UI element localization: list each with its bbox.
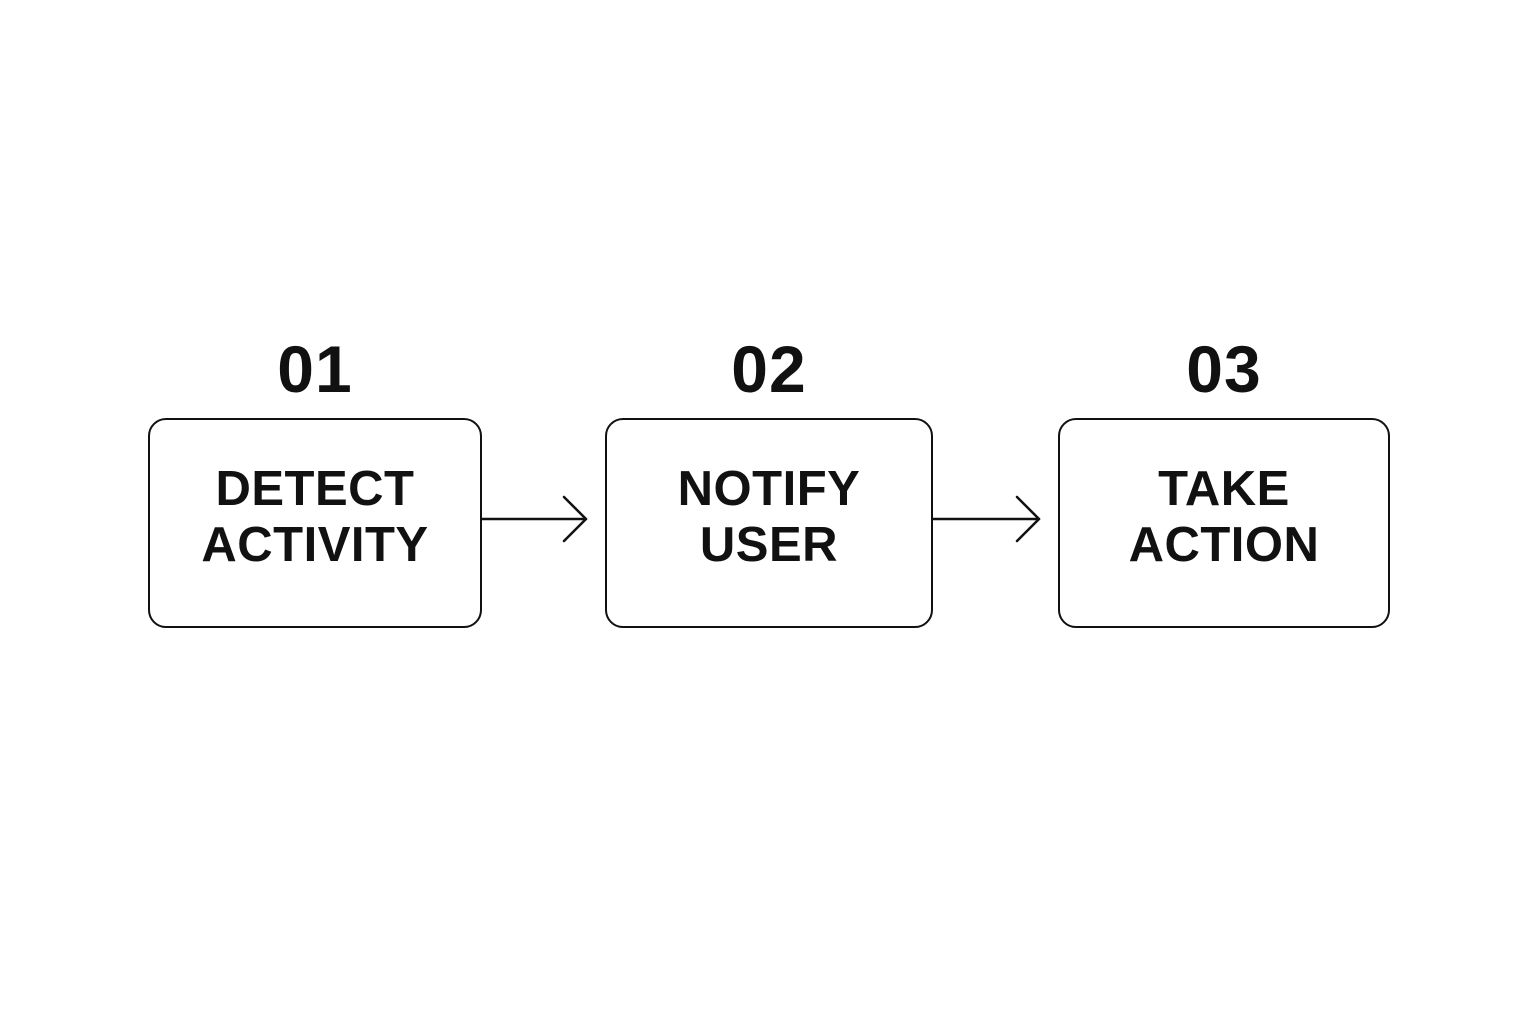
step-1-number: 01 (277, 332, 353, 406)
step-2-number: 02 (731, 332, 807, 406)
step-2-label-line-2: USER (699, 518, 839, 572)
step-2-label-line-1: NOTIFY (677, 462, 861, 516)
step-3-label: TAKE ACTION (1129, 461, 1320, 573)
step-2-box: NOTIFY USER (605, 418, 933, 628)
step-1-label: DETECT ACTIVITY (201, 461, 428, 573)
step-3-number: 03 (1186, 332, 1262, 406)
step-2-label: NOTIFY USER (678, 461, 861, 573)
step-1-label-line-1: DETECT (215, 462, 415, 516)
step-3-box: TAKE ACTION (1058, 418, 1390, 628)
step-1-box: DETECT ACTIVITY (148, 418, 482, 628)
step-3-label-line-1: TAKE (1158, 462, 1290, 516)
step-1-label-line-2: ACTIVITY (201, 518, 429, 572)
step-3-label-line-2: ACTION (1128, 518, 1320, 572)
arrow-2-to-3 (931, 495, 1041, 543)
arrow-1-to-2 (480, 495, 588, 543)
